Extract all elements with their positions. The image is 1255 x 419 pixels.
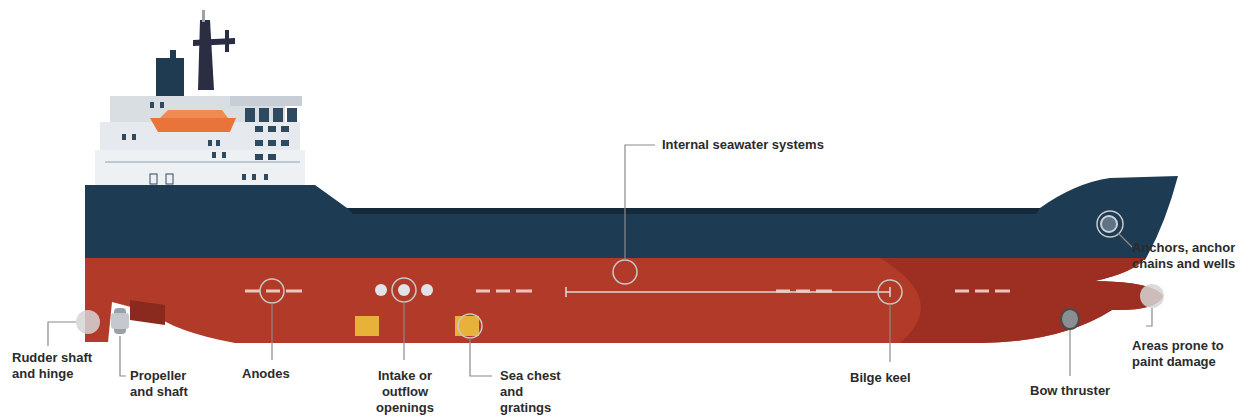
superstructure <box>95 150 305 185</box>
sea-chest <box>355 316 379 336</box>
mast-arm <box>225 30 229 52</box>
mast <box>198 20 214 90</box>
callout-label: Sea chest and gratings <box>500 368 575 416</box>
propeller <box>111 308 129 334</box>
funnel <box>156 58 184 102</box>
deck-line <box>105 161 300 163</box>
bracket <box>566 287 890 297</box>
bridge-roof <box>230 96 302 106</box>
shaft <box>130 300 165 325</box>
callout-label: Bilge keel <box>850 370 940 386</box>
bow-thruster <box>1061 309 1079 329</box>
deck-edge <box>347 208 1040 214</box>
callout-label: Areas prone to paint damage <box>1132 338 1232 370</box>
callout-label: Anchors, anchor chains and wells <box>1132 240 1250 272</box>
callout-label: Intake or outflow openings <box>355 368 455 416</box>
callout-circle <box>1140 284 1164 308</box>
antenna <box>202 10 205 22</box>
hull-bottom <box>85 258 1163 343</box>
callout-label: Rudder shaft and hinge <box>12 350 102 382</box>
callout-label: Anodes <box>242 366 312 382</box>
lifeboat <box>150 118 236 132</box>
callout-label: Propeller and shaft <box>130 368 210 400</box>
lifeboat <box>160 110 228 118</box>
windows <box>122 102 297 184</box>
callout-circle <box>76 310 100 334</box>
funnel <box>170 50 176 60</box>
bow-shade <box>880 258 1163 343</box>
anchor <box>1101 216 1117 232</box>
callout-circles <box>260 211 1123 338</box>
intake-openings <box>375 284 433 296</box>
callout-label: Internal seawater systems <box>662 137 862 153</box>
leader-lines <box>48 145 1152 376</box>
callout-label: Bow thruster <box>1030 383 1120 399</box>
hull-topside <box>85 176 1178 260</box>
